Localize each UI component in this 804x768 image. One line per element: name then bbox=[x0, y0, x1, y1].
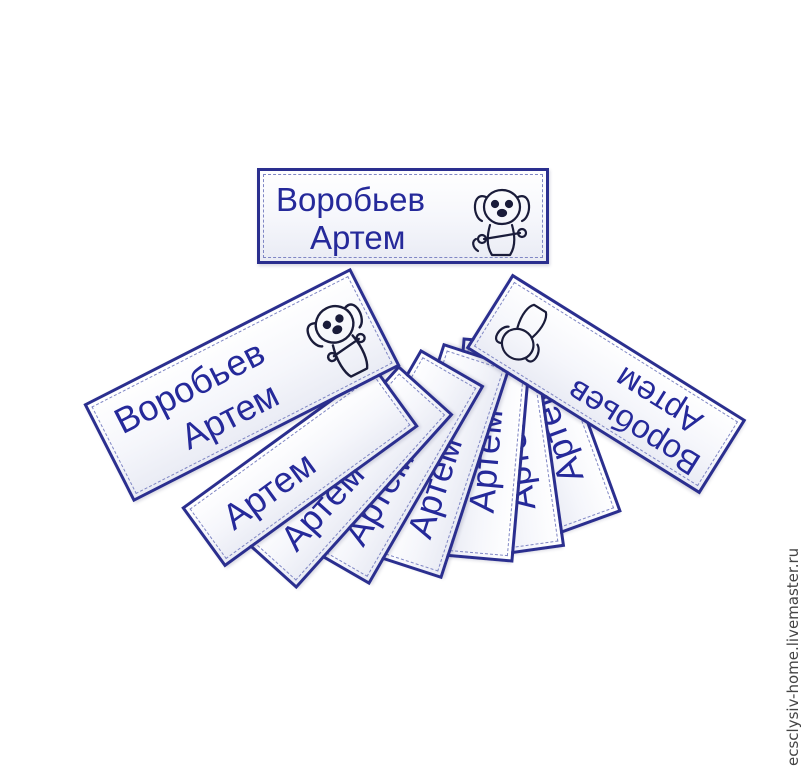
name-label-fan-right: Воробьев Артем bbox=[465, 273, 747, 495]
puppy-with-bone-icon bbox=[306, 303, 369, 378]
watermark-text: ecsclysiv-home.livemaster.ru bbox=[784, 547, 802, 766]
puppy-with-bone-icon bbox=[495, 303, 548, 363]
label-given-name: Артем bbox=[310, 219, 406, 256]
name-label-top: Воробьев Артем bbox=[257, 168, 549, 264]
puppy-with-bone-icon bbox=[472, 188, 531, 257]
name-label-fan-left: Воробьев Артем bbox=[83, 267, 401, 503]
label-surname: Воробьев bbox=[276, 181, 426, 218]
